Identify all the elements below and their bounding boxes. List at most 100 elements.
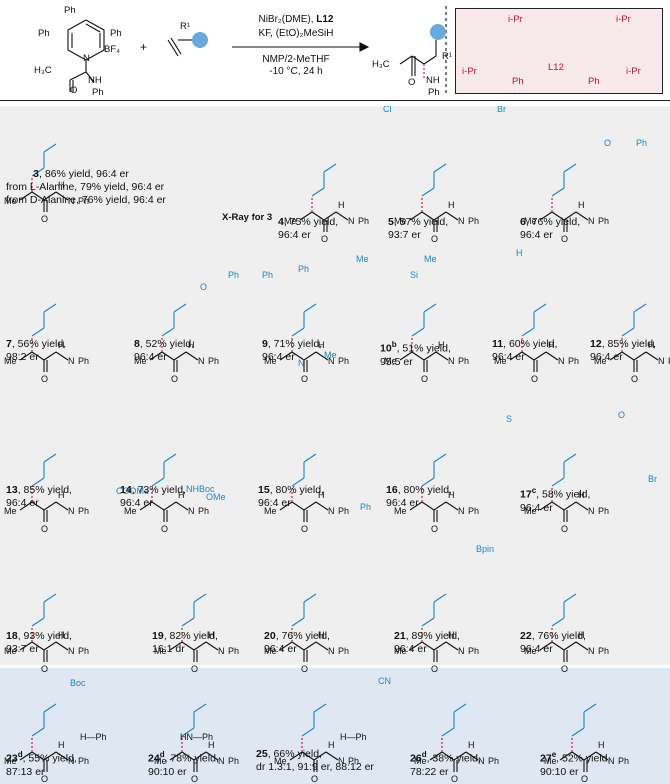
bond xyxy=(551,211,565,221)
o-label: O xyxy=(408,77,416,88)
bond xyxy=(279,501,293,511)
bond xyxy=(633,351,647,361)
bond xyxy=(399,351,413,361)
atom-label: O xyxy=(191,774,198,784)
caption-3: 3, 86% yield, 96:4 er from L-Alanine, 79… xyxy=(6,168,166,206)
atom-label: Ph xyxy=(618,756,629,766)
caption-16: 16, 80% yield,96:4 er xyxy=(386,484,452,510)
bond xyxy=(19,351,33,361)
caption-26: 26d, 38% yield,78:22 er xyxy=(410,748,481,779)
bond xyxy=(315,351,329,361)
bond xyxy=(55,351,69,361)
yield-text: , 38% yield, xyxy=(426,752,481,765)
bond xyxy=(645,351,659,361)
atom-label: H xyxy=(598,740,605,750)
yield-text: , 66% yield, xyxy=(267,748,322,760)
atom-label: Ph xyxy=(198,506,209,516)
atom-label: Ph xyxy=(668,356,670,366)
bond xyxy=(43,303,57,313)
bond xyxy=(509,351,523,361)
bond xyxy=(571,727,585,737)
selectivity-text: 96:4 er xyxy=(262,351,295,363)
compound-number: 17 xyxy=(520,488,532,501)
atom-label: O xyxy=(531,374,538,384)
atom-label: Ph xyxy=(468,216,479,226)
yield-text: , 56% yield, xyxy=(11,338,67,350)
atom-label: Me xyxy=(284,216,297,226)
atom-label: Me xyxy=(4,356,17,366)
header-divider xyxy=(0,100,670,101)
bond xyxy=(175,501,189,511)
bond xyxy=(169,751,183,761)
nh-label: NH xyxy=(88,75,102,86)
yield-text: , 82% yield, xyxy=(163,630,218,642)
bond xyxy=(43,191,57,201)
yield-text: , 60% yield, xyxy=(503,338,558,350)
atom-label: Me xyxy=(494,356,507,366)
selectivity-text: 96:4 er xyxy=(394,643,427,655)
atom-label: Ph xyxy=(228,270,239,280)
atom-label: O xyxy=(171,374,178,384)
bond xyxy=(31,327,45,337)
bond xyxy=(43,641,57,651)
bond xyxy=(205,641,219,651)
caption-6: 6, 76% yield,96:4 er xyxy=(520,216,580,242)
bond xyxy=(169,641,183,651)
atom-label: Me xyxy=(264,646,277,656)
atom-label: O xyxy=(431,234,438,244)
atom-label: N xyxy=(588,646,595,656)
bond xyxy=(303,501,317,511)
atom-label: Bpin xyxy=(476,544,494,554)
bond xyxy=(279,641,293,651)
compound-number: 12 xyxy=(590,338,602,350)
bond xyxy=(421,501,435,511)
selectivity-text: dr 1.3:1, 91:9 er, 88:12 er xyxy=(256,761,374,773)
bond xyxy=(173,303,187,313)
compound-number: 10 xyxy=(380,342,392,355)
caption-13: 13, 85% yield,96:4 er xyxy=(6,484,72,510)
bond xyxy=(539,641,553,651)
atom-label: H xyxy=(448,490,455,500)
bond xyxy=(533,303,547,313)
ph-label: Ph xyxy=(92,87,104,98)
ph-label: Ph xyxy=(110,28,122,39)
compound-number: 6 xyxy=(520,216,526,228)
ipr-label: i-Pr xyxy=(626,66,641,77)
yield-text: , 55% yield, xyxy=(22,752,77,765)
atom-label: H xyxy=(328,740,335,750)
bond xyxy=(55,501,69,511)
selectivity-text: 96:4 er xyxy=(590,351,623,363)
yield-text: , 89% yield, xyxy=(405,630,460,642)
bond xyxy=(19,751,33,761)
bond xyxy=(551,617,565,627)
compound-number: 20 xyxy=(264,630,276,642)
bond xyxy=(31,351,45,361)
ph-label: Ph xyxy=(428,87,440,98)
compound-number: 14 xyxy=(120,484,132,496)
bond xyxy=(181,727,195,737)
bond xyxy=(193,703,207,713)
atom-label: Ph xyxy=(78,506,89,516)
atom-label: O xyxy=(301,524,308,534)
atom-label: O xyxy=(41,214,48,224)
caption-7: 7, 56% yield,98:2 er xyxy=(6,338,66,364)
atom-label: Ph xyxy=(228,646,239,656)
atom-label: Ph xyxy=(348,756,359,766)
atom-label: Ph xyxy=(598,216,609,226)
atom-label: O xyxy=(561,234,568,244)
bond xyxy=(411,351,425,361)
atom-label: S xyxy=(506,414,512,424)
selectivity-text: 87:13 er xyxy=(6,765,45,778)
yield-text: , 73% yield, xyxy=(131,484,186,496)
atom-label: Ph xyxy=(228,756,239,766)
bond xyxy=(545,351,559,361)
selectivity-text: 93:7 er xyxy=(6,643,39,655)
bond xyxy=(409,641,423,651)
caption-8: 8, 52% yield,96:4 er xyxy=(134,338,194,364)
bond xyxy=(291,477,305,487)
atom-label: Ph xyxy=(598,506,609,516)
yield-text: , 85% yield, xyxy=(601,338,656,350)
atom-label: H xyxy=(448,630,455,640)
bond xyxy=(291,327,305,337)
compound-number: 25 xyxy=(256,748,268,760)
